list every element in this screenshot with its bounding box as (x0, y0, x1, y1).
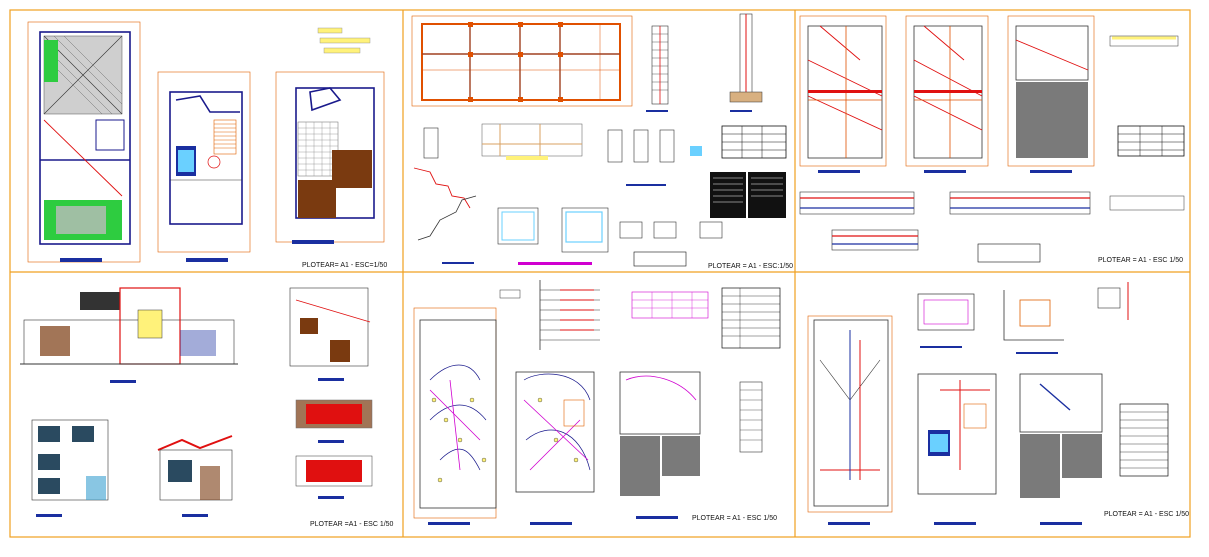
sheet-frame (9, 9, 1191, 538)
sanitary-plot-label: PLOTEAR = A1 - ESC 1/50 (1104, 511, 1189, 518)
column-sections (646, 13, 763, 112)
electrical-panel: PLOTEAR = A1 - ESC 1/50 (413, 280, 781, 525)
electrical-plot-label: PLOTEAR = A1 - ESC 1/50 (692, 515, 777, 522)
foundation-plan (411, 15, 633, 107)
rear-elevations (31, 419, 233, 517)
beams-panel: PLOTEAR = A1 - ESC 1/50 (799, 15, 1185, 264)
sanitary-panel: PLOTEAR = A1 - ESC 1/50 (807, 282, 1189, 525)
beam-sections-small (619, 221, 723, 267)
architecture-panel: PLOTEAR= A1 - ESC=1/50 (27, 21, 387, 269)
electrical-first-floor (413, 307, 497, 525)
single-line-diagram (499, 280, 600, 350)
electrical-second-floor (515, 371, 595, 525)
sanitary-first-floor (807, 315, 893, 525)
structures-plot-label: PLOTEAR = A1 - ESC:1/50 (708, 263, 793, 270)
site-plan (27, 21, 141, 263)
roof-plan (275, 71, 385, 244)
beam-schedule (1109, 35, 1185, 157)
elevations-plot-label: PLOTEAR =A1 - ESC 1/50 (310, 521, 394, 528)
beams-plot-label: PLOTEAR = A1 - ESC 1/50 (1098, 257, 1183, 264)
footing-details (423, 123, 702, 186)
legend-tags (317, 27, 371, 54)
architecture-plot-label: PLOTEAR= A1 - ESC=1/50 (302, 262, 387, 269)
legend-tables (631, 287, 781, 453)
front-elevation (20, 287, 238, 383)
sanitary-details (917, 282, 1169, 477)
elevations-panel: PLOTEAR =A1 - ESC 1/50 (20, 287, 394, 528)
electrical-roof (619, 371, 701, 519)
slab-plans (799, 15, 1095, 173)
beam-elevations (799, 191, 1185, 263)
lateral-elevations (289, 287, 373, 499)
sanitary-roof (1019, 373, 1103, 525)
second-floor-plan (157, 71, 251, 262)
sanitary-second-floor (917, 373, 997, 525)
stair-details (413, 167, 609, 265)
schedule-tables (710, 125, 787, 218)
structures-panel: PLOTEAR = A1 - ESC:1/50 (411, 13, 793, 270)
